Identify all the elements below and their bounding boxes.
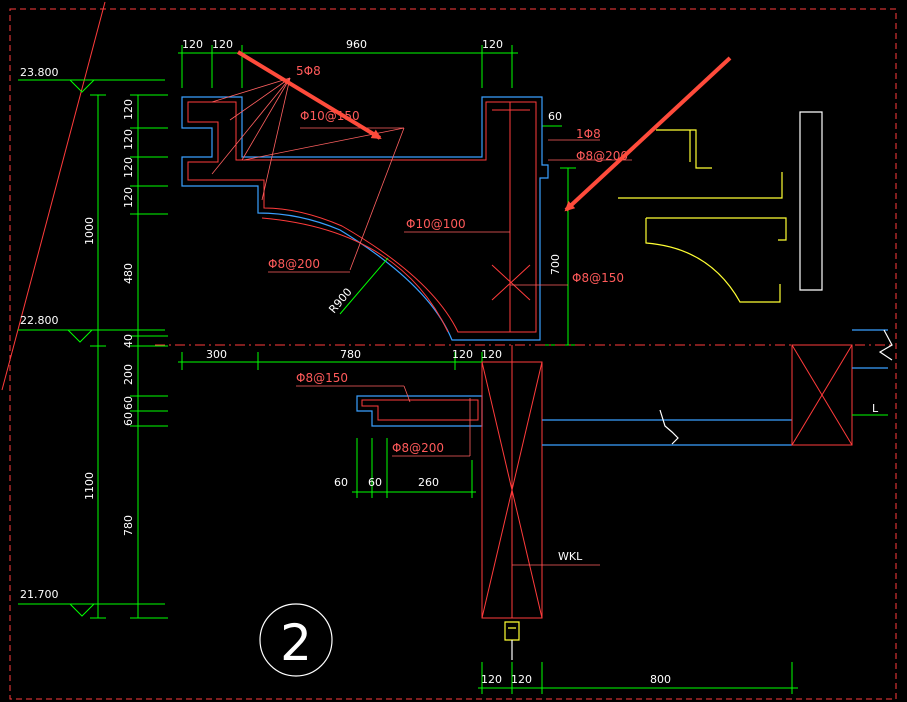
elevation-marker-mid: 22.800 <box>18 314 165 343</box>
dim-label: 780 <box>340 348 361 361</box>
dim-label: 60 <box>122 396 135 410</box>
column-height-dim: 700 60 <box>540 110 576 346</box>
rebar-label: Φ10@100 <box>406 217 466 231</box>
top-dimension-chain: 120 120 960 120 <box>178 38 518 88</box>
elevation-label: 22.800 <box>20 314 59 327</box>
beam-section: WKL <box>481 345 600 660</box>
arc-rebar <box>261 217 449 333</box>
dim-label: 780 <box>122 515 135 536</box>
dim-label: 800 <box>650 673 671 686</box>
elevation-marker-bottom: 21.700 <box>18 588 165 617</box>
rebar-label: 1Φ8 <box>576 127 601 141</box>
radius-leader <box>339 257 389 315</box>
bottom-dimension-chain: 120 120 800 <box>478 662 798 694</box>
elevation-label: 23.800 <box>20 66 59 79</box>
rebar-label: Φ8@200 <box>268 257 320 271</box>
dim-label: 700 <box>549 254 562 275</box>
dim-label: 1000 <box>83 217 96 245</box>
dim-label: 120 <box>212 38 233 51</box>
dim-label: 120 <box>482 38 503 51</box>
dim-label: 120 <box>122 157 135 178</box>
dim-label: 120 <box>182 38 203 51</box>
dim-label: 120 <box>481 673 502 686</box>
slab-rebar <box>361 399 479 421</box>
dim-label: 60 <box>122 412 135 426</box>
elevation-marker-top: 23.800 <box>18 66 165 93</box>
column-rebar <box>404 102 632 332</box>
cornice-rebar-outline <box>187 101 537 333</box>
dim-label: 1100 <box>83 472 96 500</box>
cornice-outline <box>181 96 549 341</box>
dim-label: 60 <box>334 476 348 489</box>
dim-label: 120 <box>452 348 473 361</box>
radius-label: R900 <box>326 286 354 316</box>
section-marker: 2 <box>259 603 333 677</box>
drawing-frame <box>9 8 897 700</box>
dim-label: 60 <box>548 110 562 123</box>
pointer-arrow <box>236 50 382 140</box>
rebar-leaders <box>211 77 405 273</box>
dim-label: 120 <box>122 99 135 120</box>
rebar-label: Φ8@200 <box>576 149 628 163</box>
slab-leader <box>403 385 411 403</box>
rebar-label: 5Φ8 <box>296 64 321 78</box>
low-dimension-chain: 60 60 260 <box>334 438 476 498</box>
rebar-label: Φ8@200 <box>392 441 444 455</box>
section-number: 2 <box>280 614 312 672</box>
rebar-label: Φ8@150 <box>296 371 348 385</box>
dim-label: 40 <box>122 334 135 348</box>
pointer-arrow <box>564 56 732 212</box>
elevation-label: 21.700 <box>20 588 59 601</box>
left-dimension-chain: 120 120 120 120 480 40 200 60 60 780 100… <box>83 94 168 619</box>
dim-label: 120 <box>122 129 135 150</box>
dim-label: 260 <box>418 476 439 489</box>
side-beam: L <box>542 329 893 446</box>
dim-label: 300 <box>206 348 227 361</box>
dim-label: 120 <box>122 187 135 208</box>
rebar-label: Φ8@150 <box>572 271 624 285</box>
mid-dimension-chain: 300 780 120 120 <box>178 348 518 370</box>
dim-label: 120 <box>511 673 532 686</box>
dim-label: 960 <box>346 38 367 51</box>
diagonal-guide <box>1 1 106 391</box>
dim-label: 480 <box>122 263 135 284</box>
dim-label: 200 <box>122 364 135 385</box>
beam-label: WKL <box>558 550 583 563</box>
dim-label: 120 <box>481 348 502 361</box>
side-label: L <box>872 402 879 415</box>
rebar-label: Φ10@150 <box>300 109 360 123</box>
profile-sketches <box>618 111 823 303</box>
dim-label: 60 <box>368 476 382 489</box>
